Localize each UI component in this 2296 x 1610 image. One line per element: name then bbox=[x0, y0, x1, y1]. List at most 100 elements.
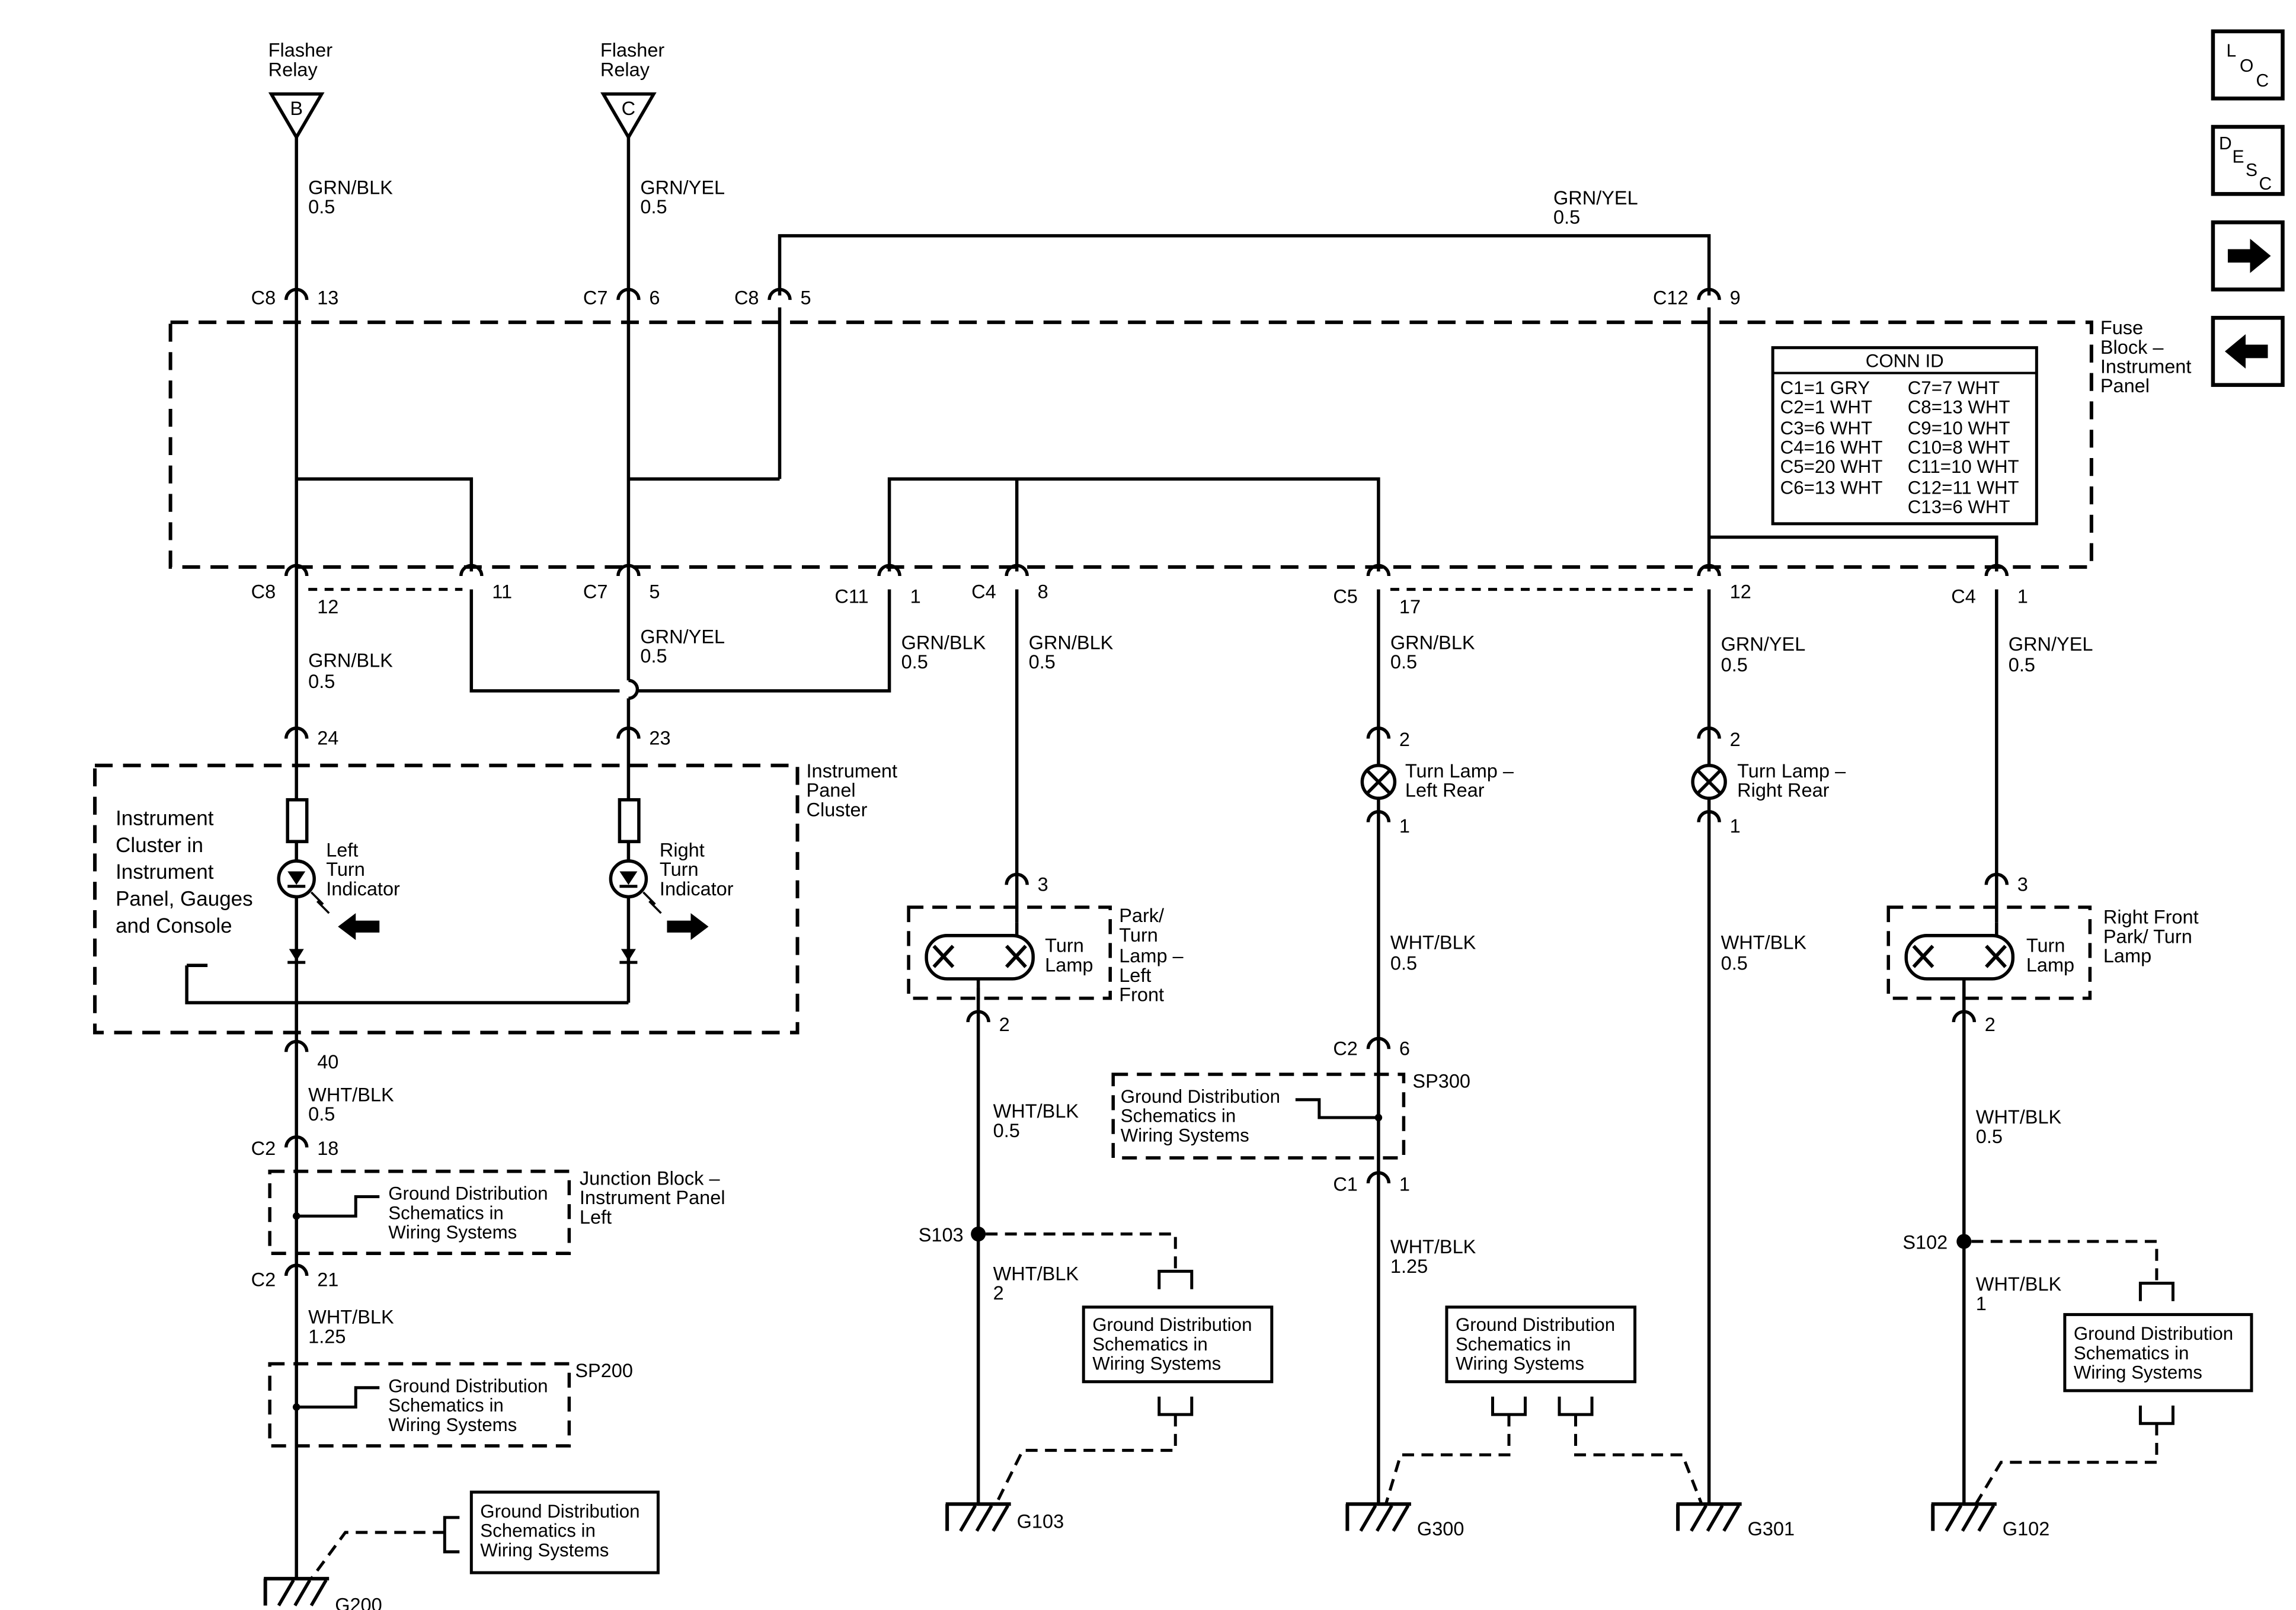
lf-lamp-label: Park/ bbox=[1119, 904, 1165, 926]
ground-ref-text: Ground Distribution bbox=[2074, 1323, 2233, 1344]
pin-label: 12 bbox=[317, 596, 338, 617]
wire-size: 0.5 bbox=[901, 651, 928, 673]
cluster-desc: Cluster in bbox=[116, 834, 203, 857]
ground-ref-text: Wiring Systems bbox=[388, 1414, 517, 1435]
conn-id-row: C1=1 GRY bbox=[1780, 377, 1870, 398]
fuse-block-label-3: Instrument bbox=[2100, 355, 2192, 377]
relay-b-terminal: B bbox=[290, 97, 303, 119]
conn-label: C5 bbox=[1333, 585, 1358, 607]
wire-size: 0.5 bbox=[1721, 654, 1748, 676]
ground-ref-box-g300-g301: Ground Distribution Schematics in Wiring… bbox=[1384, 1305, 1703, 1505]
desc-button[interactable]: D E S C bbox=[2211, 124, 2285, 196]
rr-lamp-label: Turn Lamp – bbox=[1737, 760, 1846, 782]
ground-g300-icon bbox=[1346, 1504, 1411, 1531]
instrument-panel-cluster: Instrument Panel Cluster Instrument Clus… bbox=[93, 760, 898, 1035]
ground-ref-text: Schematics in bbox=[480, 1521, 596, 1541]
wire-size: 0.5 bbox=[1976, 1125, 2003, 1147]
sp200-label: SP200 bbox=[575, 1359, 633, 1381]
lf-lamp-label: Front bbox=[1119, 984, 1164, 1006]
wire-size: 1 bbox=[1976, 1292, 1987, 1314]
grounds: G200 G103 G300 G301 G102 bbox=[264, 1504, 2049, 1610]
conn-id-row: C9=10 WHT bbox=[1908, 418, 2010, 438]
next-page-button[interactable] bbox=[2211, 220, 2285, 292]
pin-label: 8 bbox=[1038, 581, 1048, 603]
fuse-block-instrument-panel: Fuse Block – Instrument Panel bbox=[168, 316, 2192, 569]
conn-label: C1 bbox=[1333, 1173, 1358, 1195]
pin-label: 21 bbox=[317, 1268, 338, 1290]
flasher-relay-c: Flasher Relay C bbox=[600, 39, 665, 141]
ground-ref-text: Ground Distribution bbox=[388, 1183, 548, 1204]
lf-lamp-name: Turn bbox=[1045, 934, 1084, 956]
pin-label: 1 bbox=[910, 585, 921, 607]
wire-color: GRN/YEL bbox=[2009, 633, 2093, 655]
wire-size: 0.5 bbox=[2009, 654, 2035, 676]
splice-s103: S103 Ground Distribution Schematics in W… bbox=[919, 1224, 1274, 1505]
wire-color: WHT/BLK bbox=[308, 1305, 394, 1327]
rf-lamp-label: Park/ Turn bbox=[2103, 925, 2192, 947]
wire-size: 0.5 bbox=[1390, 952, 1417, 974]
pin-label: 18 bbox=[317, 1137, 338, 1159]
wire-size: 0.5 bbox=[308, 1103, 335, 1125]
ground-ref-text: Ground Distribution bbox=[1121, 1086, 1280, 1107]
conn-id-row: C12=11 WHT bbox=[1908, 477, 2019, 498]
rf-lamp-name: Lamp bbox=[2026, 953, 2074, 975]
cluster-desc: Instrument bbox=[116, 860, 214, 884]
wire-size: 0.5 bbox=[640, 645, 667, 667]
left-turn-indicator-led-icon bbox=[277, 859, 330, 914]
wire-size: 0.5 bbox=[993, 1119, 1020, 1141]
pin-label: 24 bbox=[317, 726, 338, 748]
ground-g301-icon bbox=[1677, 1504, 1742, 1531]
right-front-park-turn-lamp: Turn Lamp Right Front Park/ Turn Lamp bbox=[1886, 905, 2199, 1000]
previous-page-button[interactable] bbox=[2211, 316, 2285, 387]
pin-label: 2 bbox=[1399, 728, 1410, 750]
wire-color: GRN/YEL bbox=[1721, 633, 1806, 655]
wire-labels: GRN/BLK 0.5 GRN/YEL 0.5 GRN/YEL 0.5 GRN/… bbox=[308, 176, 2093, 1347]
right-indicator-resistor bbox=[618, 798, 641, 843]
conn-id-row: C11=10 WHT bbox=[1908, 456, 2019, 477]
cluster-desc: Panel, Gauges bbox=[116, 887, 253, 910]
loc-button[interactable]: L O C bbox=[2211, 29, 2285, 101]
relay-c-label-1: Flasher bbox=[600, 39, 665, 61]
wire-size: 1.25 bbox=[308, 1325, 346, 1347]
conn-label: C7 bbox=[583, 581, 608, 603]
g102-label: G102 bbox=[2003, 1518, 2050, 1539]
relay-b-label-1: Flasher bbox=[268, 39, 333, 61]
ground-ref-text: Wiring Systems bbox=[1456, 1353, 1584, 1374]
left-indicator-label: Left bbox=[326, 838, 358, 860]
ground-ref-text: Ground Distribution bbox=[388, 1375, 548, 1396]
cluster-title-1: Instrument bbox=[807, 760, 898, 782]
pin-label: 23 bbox=[649, 726, 670, 748]
desc-letter: S bbox=[2246, 161, 2257, 180]
loc-letter: L bbox=[2226, 41, 2236, 61]
pin-label: 11 bbox=[492, 581, 512, 603]
ground-ref-text: Schematics in bbox=[388, 1202, 504, 1223]
conn-id-row: C6=13 WHT bbox=[1780, 477, 1883, 498]
flasher-relay-b: Flasher Relay B bbox=[268, 39, 333, 141]
cluster-title-2: Panel bbox=[807, 779, 856, 801]
wire-size: 0.5 bbox=[1721, 952, 1748, 974]
ground-ref-text: Ground Distribution bbox=[1456, 1314, 1615, 1335]
lr-lamp-label: Turn Lamp – bbox=[1405, 760, 1514, 782]
pin-label: 12 bbox=[1730, 581, 1751, 603]
rf-lamp-label: Lamp bbox=[2103, 945, 2151, 966]
wire-color: GRN/YEL bbox=[640, 176, 725, 198]
loc-letter: C bbox=[2256, 71, 2269, 91]
pin-label: 3 bbox=[1038, 873, 1048, 895]
relay-c-label-2: Relay bbox=[600, 58, 650, 80]
wire-size: 0.5 bbox=[308, 670, 335, 692]
pin-label: 6 bbox=[1399, 1037, 1410, 1059]
g103-label: G103 bbox=[1017, 1510, 1064, 1532]
wire-size: 2 bbox=[993, 1282, 1004, 1304]
wire-color: WHT/BLK bbox=[308, 1083, 394, 1105]
conn-id-row: C5=20 WHT bbox=[1780, 456, 1883, 477]
relay-c-terminal: C bbox=[622, 97, 635, 119]
relay-b-label-2: Relay bbox=[268, 58, 318, 80]
pin-label: 5 bbox=[801, 287, 811, 309]
pin-label: 3 bbox=[2017, 873, 2028, 895]
wire-size: 0.5 bbox=[1553, 206, 1580, 228]
arrow-right-icon bbox=[2227, 238, 2271, 273]
right-rear-turn-lamp-icon: Turn Lamp – Right Rear bbox=[1691, 760, 1846, 801]
conn-label: C8 bbox=[734, 287, 759, 309]
ground-ref-text: Wiring Systems bbox=[1092, 1353, 1221, 1374]
arrow-left-icon bbox=[338, 913, 380, 940]
